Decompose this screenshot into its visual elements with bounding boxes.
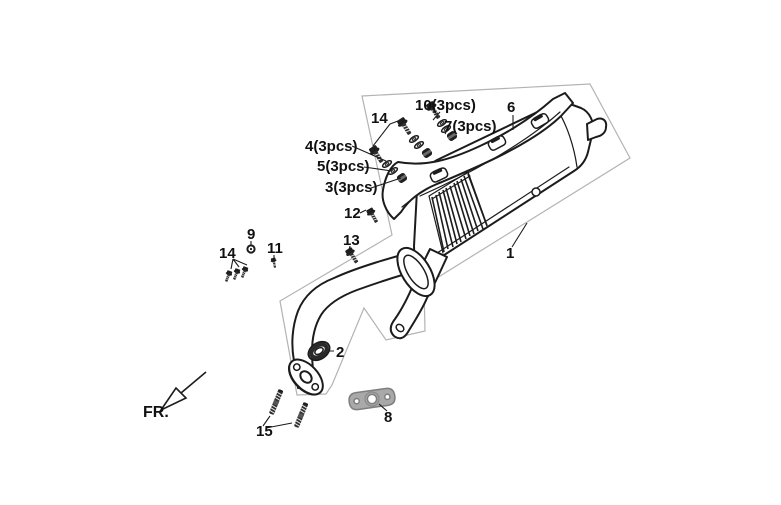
stud-15-a <box>268 388 284 416</box>
callout-part-10: 10(3pcs) <box>415 97 476 114</box>
muffler-inlet-cap <box>396 246 436 298</box>
muffler-gasket <box>348 387 396 411</box>
exhaust-gasket-ring <box>307 340 331 362</box>
washer-5-b <box>412 139 426 151</box>
stud-15-b <box>293 401 309 429</box>
callout-part-14-left: 14 <box>219 245 236 262</box>
heat-shield <box>381 92 574 220</box>
callout-part-6: 6 <box>507 99 515 116</box>
callout-part-14-top: 14 <box>371 110 388 127</box>
callout-part-15: 15 <box>256 423 273 440</box>
callout-part-2: 2 <box>336 344 344 361</box>
callout-part-5: 5(3pcs) <box>317 158 370 175</box>
callout-part-3: 3(3pcs) <box>325 179 378 196</box>
callout-part-9: 9 <box>247 226 255 243</box>
bracket-foot-hole <box>395 323 405 333</box>
washer-4-b <box>407 133 421 145</box>
bolt-11 <box>269 257 279 269</box>
callout-part-8: 8 <box>384 409 392 426</box>
callout-part-7: 7(3pcs) <box>444 118 497 135</box>
pipe-flange <box>288 358 324 396</box>
bolt-14-b <box>394 115 415 138</box>
front-marker-label: FR. <box>143 404 169 421</box>
collar-3-b <box>420 146 434 160</box>
callout-part-11: 11 <box>267 240 283 257</box>
assembly-outline <box>279 83 631 396</box>
callout-part-12: 12 <box>344 205 361 222</box>
callout-part-13: 13 <box>343 232 360 249</box>
mounting-tab <box>531 187 541 197</box>
callout-part-4: 4(3pcs) <box>305 138 358 155</box>
muffler-seam <box>430 166 570 258</box>
callout-part-1: 1 <box>506 245 514 262</box>
fr-direction-arrow <box>158 371 207 413</box>
bolt-12 <box>364 206 382 225</box>
nut-9 <box>246 244 256 254</box>
stud-group-14-left <box>222 265 250 283</box>
inlet-cone-hatch <box>428 171 488 254</box>
leader-lines <box>230 111 528 429</box>
callouts: 10(3pcs) 6 14 7(3pcs) 4(3pcs) 5(3pcs) 3(… <box>143 97 515 440</box>
exhaust-tip <box>586 117 608 141</box>
